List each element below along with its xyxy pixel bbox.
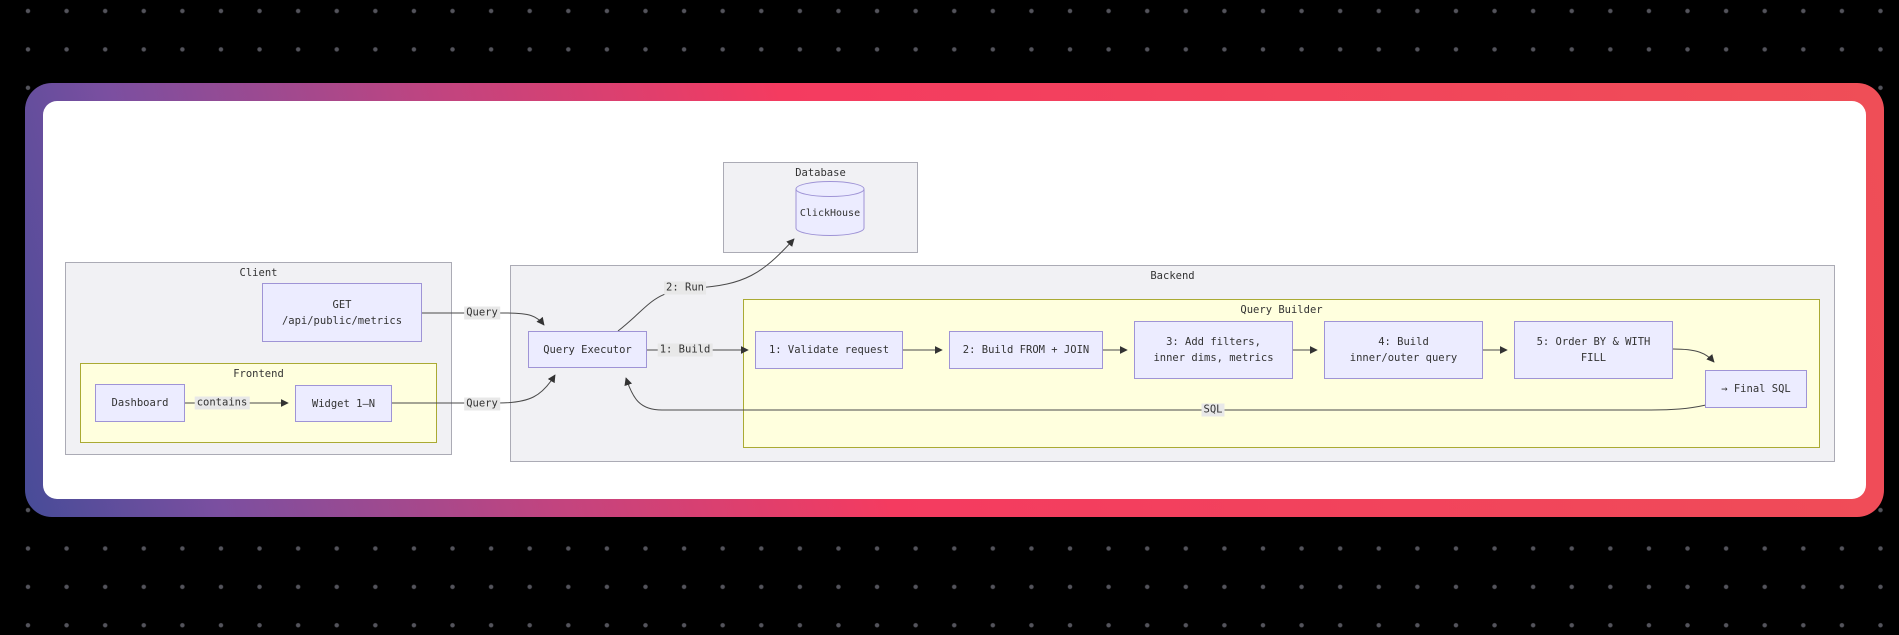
diagram-surface <box>43 101 1866 499</box>
gradient-card <box>25 83 1884 517</box>
